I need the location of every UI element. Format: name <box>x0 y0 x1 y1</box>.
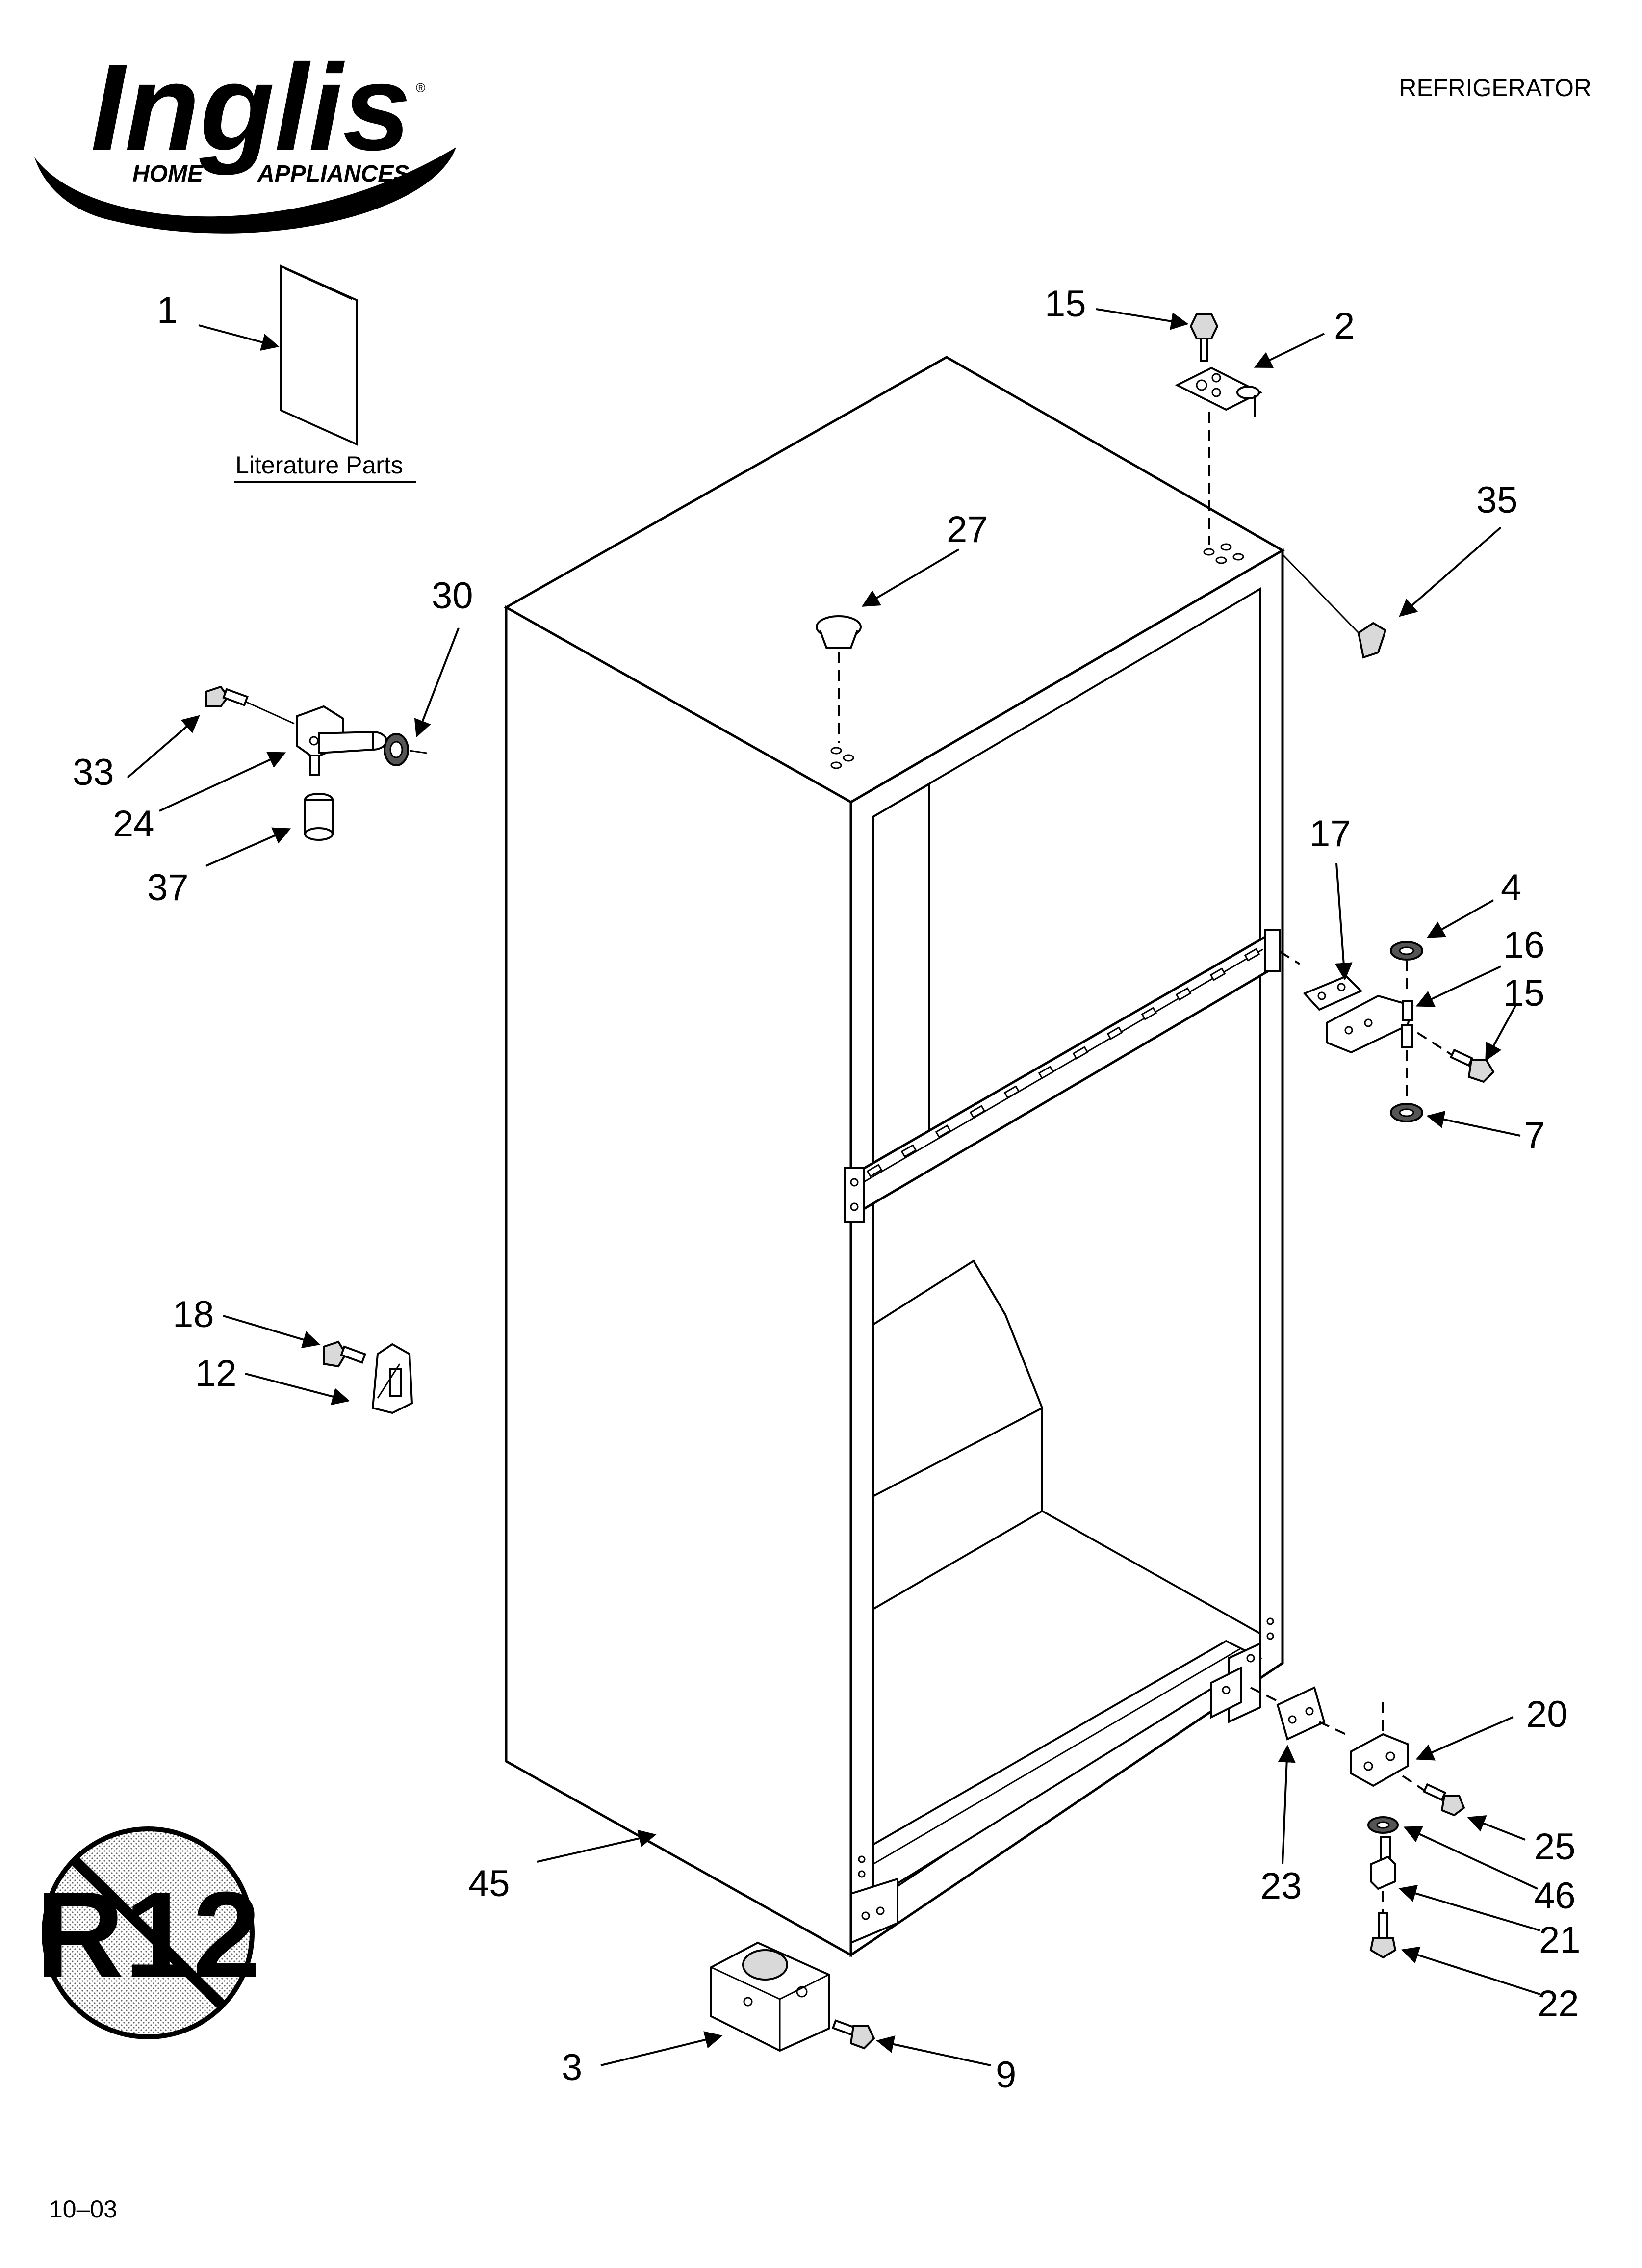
revision-date: 10–03 <box>49 2195 117 2223</box>
callout-15-center: 15 <box>1503 972 1545 1014</box>
callout-16: 16 <box>1503 924 1545 966</box>
callout-2: 2 <box>1334 305 1355 347</box>
clip-part-12 <box>371 1343 413 1414</box>
plug-part-27 <box>816 548 960 743</box>
hinge-part-20 <box>1350 1702 1409 1787</box>
shim-part-17 <box>1303 975 1363 1011</box>
refrigerator-cabinet <box>503 356 1285 1957</box>
callout-25: 25 <box>1534 1826 1576 1868</box>
callout-18: 18 <box>173 1294 214 1335</box>
callout-4: 4 <box>1501 867 1521 909</box>
screw-part-15-top <box>1096 308 1219 362</box>
callout-12: 12 <box>195 1353 237 1394</box>
callout-30: 30 <box>432 575 473 617</box>
screw-part-9 <box>831 2019 875 2050</box>
callout-20: 20 <box>1526 1694 1568 1735</box>
callout-27: 27 <box>947 509 988 550</box>
callout-35: 35 <box>1476 479 1518 521</box>
logo-appliances-text: APPLIANCES <box>257 161 409 187</box>
center-hinge-group <box>1279 863 1521 1137</box>
bushing-part-30 <box>384 733 427 766</box>
shim-part-23 <box>1276 1686 1326 1741</box>
cap-part-35 <box>1282 526 1502 659</box>
callout-15-top: 15 <box>1045 283 1086 325</box>
literature-parts-group: Literature Parts <box>198 264 416 483</box>
screw-part-22 <box>1369 1891 1397 1959</box>
callout-24: 24 <box>113 803 154 845</box>
bracket-part-24 <box>296 705 387 776</box>
callout-33: 33 <box>73 752 114 793</box>
screw-part-33 <box>205 685 295 725</box>
callout-9: 9 <box>996 2054 1016 2096</box>
callout-21: 21 <box>1539 1919 1581 1961</box>
callout-7: 7 <box>1524 1115 1545 1156</box>
callout-1: 1 <box>157 289 178 331</box>
callout-23: 23 <box>1260 1865 1302 1907</box>
handle-assembly-group <box>127 627 460 867</box>
screw-part-15-center <box>1416 1032 1495 1083</box>
logo-swoosh <box>34 147 456 234</box>
washer-part-46 <box>1367 1816 1399 1834</box>
pin-part-21 <box>1370 1836 1396 1890</box>
callout-45: 45 <box>468 1863 510 1904</box>
manual-booklet-icon <box>280 264 358 446</box>
washer-part-4 <box>1390 941 1423 996</box>
logo-registered-mark: ® <box>416 80 425 95</box>
cabinet-side <box>505 605 852 1957</box>
callout-46: 46 <box>1534 1875 1576 1917</box>
callout-3: 3 <box>562 2047 582 2088</box>
inglis-logo: Inglis ® HOME APPLIANCES <box>34 39 456 234</box>
callout-37: 37 <box>147 867 189 909</box>
product-title: REFRIGERATOR <box>1399 74 1591 102</box>
r12-free-badge: R12 <box>36 1826 260 2039</box>
spacer-part-37 <box>304 793 334 841</box>
callout-labels: 1 2 3 4 7 9 12 15 15 16 17 18 20 21 22 2… <box>73 283 1581 2096</box>
washer-part-7 <box>1390 1050 1423 1122</box>
callout-22: 22 <box>1538 1983 1579 2025</box>
logo-brand-text: Inglis <box>91 39 411 176</box>
callout-17: 17 <box>1309 813 1351 855</box>
bottom-hinge-group <box>1250 1686 1540 1995</box>
top-hinge-part-2 <box>1175 333 1325 545</box>
literature-parts-label: Literature Parts <box>235 451 403 479</box>
logo-home-text: HOME <box>132 161 204 187</box>
roller-part-3 <box>710 1941 830 2052</box>
screw-part-18 <box>323 1340 366 1368</box>
hinge-part-16 <box>1326 994 1414 1054</box>
liner-step <box>872 1259 1044 1498</box>
screw-part-25 <box>1402 1775 1465 1817</box>
